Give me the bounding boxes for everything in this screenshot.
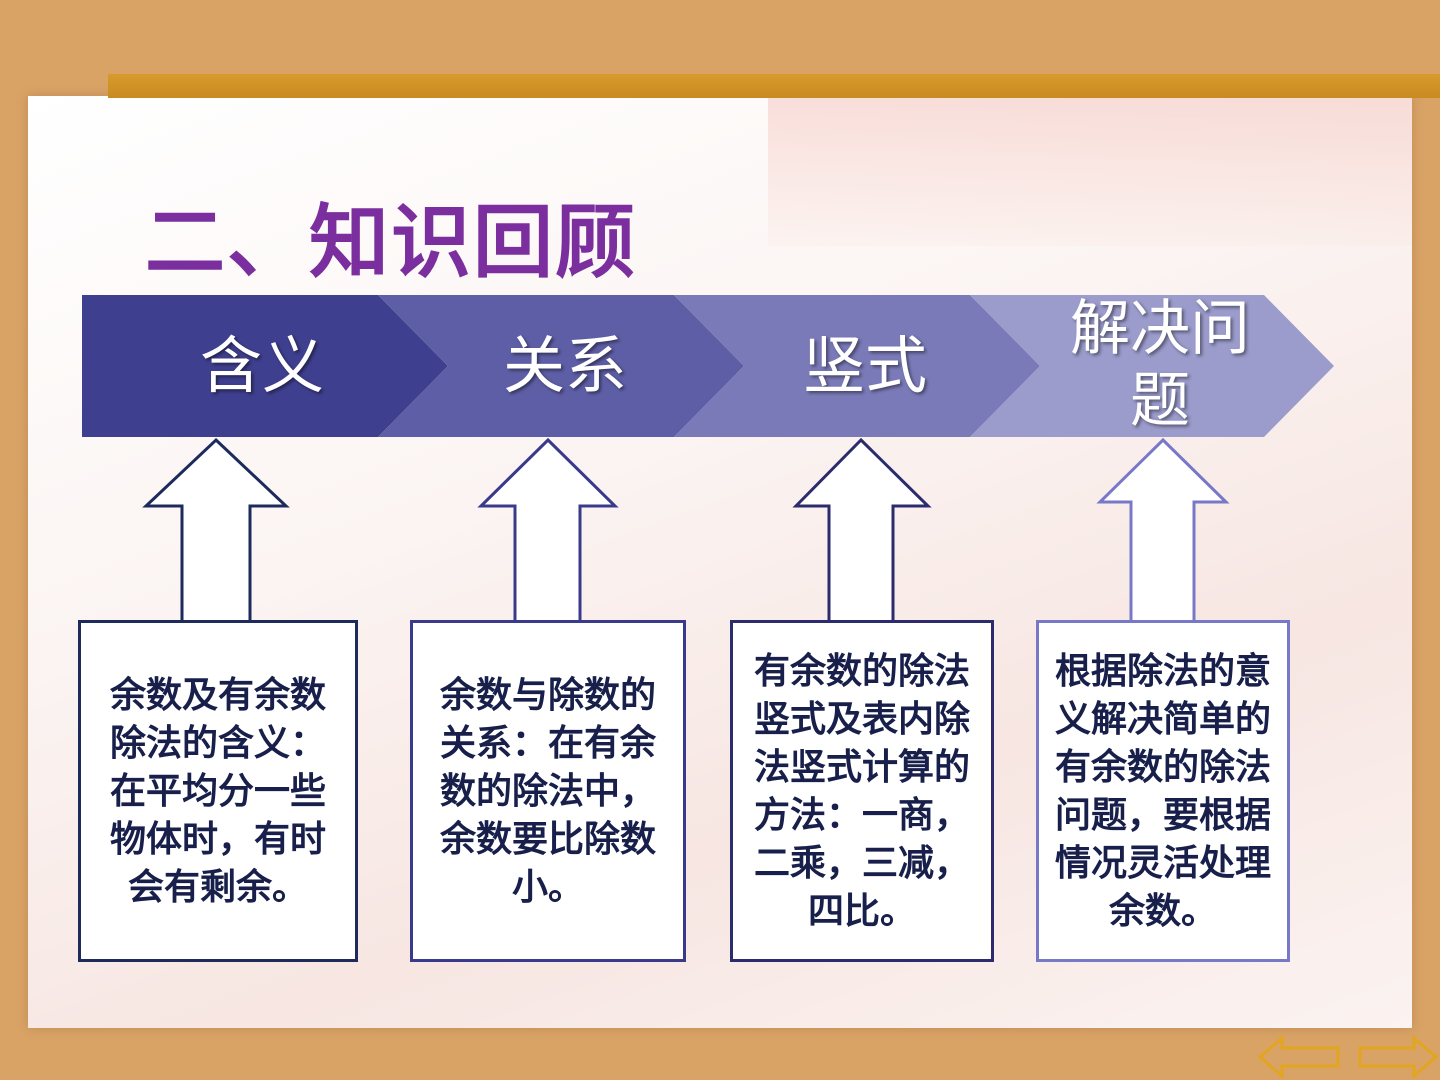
description-text-3: 有余数的除法竖式及表内除法竖式计算的方法：一商，二乘，三减，四比。 — [753, 650, 970, 932]
step-chevron-3 — [674, 295, 1040, 437]
up-arrow-4 — [1096, 437, 1230, 624]
step-label-4: 解决问题 — [1070, 294, 1250, 436]
description-box-1: 余数及有余数除法的含义：在平均分一些物体时，有时会有剩余。 — [78, 620, 358, 962]
step-label-1: 含义 — [199, 329, 324, 402]
next-slide-button[interactable] — [1356, 1034, 1440, 1080]
page-title: 二、知识回顾 — [145, 195, 637, 289]
ruler-decoration — [768, 96, 1412, 246]
step-chevron-4 — [970, 295, 1334, 437]
up-arrow-1 — [142, 437, 290, 624]
forward-arrow-icon — [1358, 1034, 1439, 1080]
top-accent-bar — [108, 74, 1440, 98]
step-chevron-1 — [82, 295, 448, 437]
step-label-3: 竖式 — [802, 329, 927, 402]
back-arrow-icon — [1257, 1034, 1340, 1080]
description-box-4: 根据除法的意义解决简单的有余数的除法问题，要根据情况灵活处理余数。 — [1036, 620, 1290, 962]
up-arrow-2 — [477, 437, 619, 624]
up-arrow-3 — [792, 437, 932, 624]
description-box-3: 有余数的除法竖式及表内除法竖式计算的方法：一商，二乘，三减，四比。 — [730, 620, 994, 962]
description-text-2: 余数与除数的关系：在有余数的除法中，余数要比除数小。 — [439, 674, 656, 908]
step-chevron-2 — [378, 295, 744, 437]
description-box-2: 余数与除数的关系：在有余数的除法中，余数要比除数小。 — [410, 620, 686, 962]
prev-slide-button[interactable] — [1256, 1034, 1342, 1080]
step-label-2: 关系 — [502, 329, 627, 402]
description-text-4: 根据除法的意义解决简单的有余数的除法问题，要根据情况灵活处理余数。 — [1054, 650, 1271, 932]
description-text-1: 余数及有余数除法的含义：在平均分一些物体时，有时会有剩余。 — [109, 674, 326, 908]
